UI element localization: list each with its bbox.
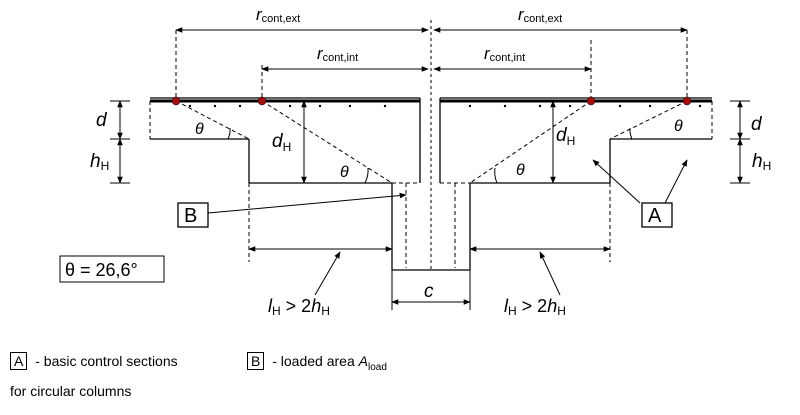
legend-a-box: A <box>10 352 28 370</box>
legend-b-box: B <box>247 352 265 370</box>
label-B-box: B <box>177 202 209 228</box>
dim-labels: rcont,ext rcont,ext rcont,int rcont,int … <box>90 5 771 318</box>
label-c: c <box>424 281 434 302</box>
label-r-cont-int-right: rcont,int <box>484 44 525 64</box>
legend-b: B - loaded area Aload <box>247 352 387 373</box>
label-d-right: d <box>751 114 763 135</box>
svg-text:B: B <box>184 205 197 227</box>
label-dH-right: dH <box>556 125 575 148</box>
label-lH-right: lH > 2hH <box>504 296 566 318</box>
rebar-dot <box>257 96 267 106</box>
legend-a-text: - basic control sections <box>31 353 178 369</box>
label-dH-left: dH <box>272 131 291 154</box>
label-d-left: d <box>96 110 108 131</box>
dimension-lines <box>110 27 750 310</box>
legend-b-symbol: A <box>358 353 368 369</box>
label-hH-right: hH <box>752 151 771 173</box>
theta-arcs <box>227 127 633 184</box>
label-A-box: A <box>641 202 673 228</box>
rebar-dot <box>682 96 692 106</box>
leaders <box>207 159 688 214</box>
rebar-dot <box>171 96 181 106</box>
legend-a: A - basic control sections <box>10 352 178 370</box>
label-theta-2: θ <box>340 164 349 181</box>
label-r-cont-ext-left: rcont,ext <box>256 5 300 25</box>
theta-value-box: θ = 26,6° <box>59 255 165 283</box>
dashed-lines <box>149 20 713 270</box>
label-theta-3: θ <box>516 162 525 179</box>
svg-text:A: A <box>648 205 662 227</box>
column-shaft <box>419 98 441 183</box>
label-theta-1: θ <box>195 121 204 138</box>
legend-a-text2: for circular columns <box>10 383 132 399</box>
rebar-dot <box>586 96 596 106</box>
label-hH-left: hH <box>90 151 109 173</box>
legend-a-line2: for circular columns <box>10 383 131 399</box>
label-r-cont-int-left: rcont,int <box>317 44 358 64</box>
control-section-points <box>171 96 692 106</box>
svg-text:θ = 26,6°: θ = 26,6° <box>65 260 138 280</box>
label-lH-left: lH > 2hH <box>268 296 330 318</box>
label-r-cont-ext-right: rcont,ext <box>518 5 562 25</box>
legend-b-subscript: load <box>367 361 387 373</box>
legend-b-text: - loaded area <box>268 353 359 369</box>
rebar-ticks <box>188 104 702 108</box>
label-theta-4: θ <box>674 118 683 135</box>
